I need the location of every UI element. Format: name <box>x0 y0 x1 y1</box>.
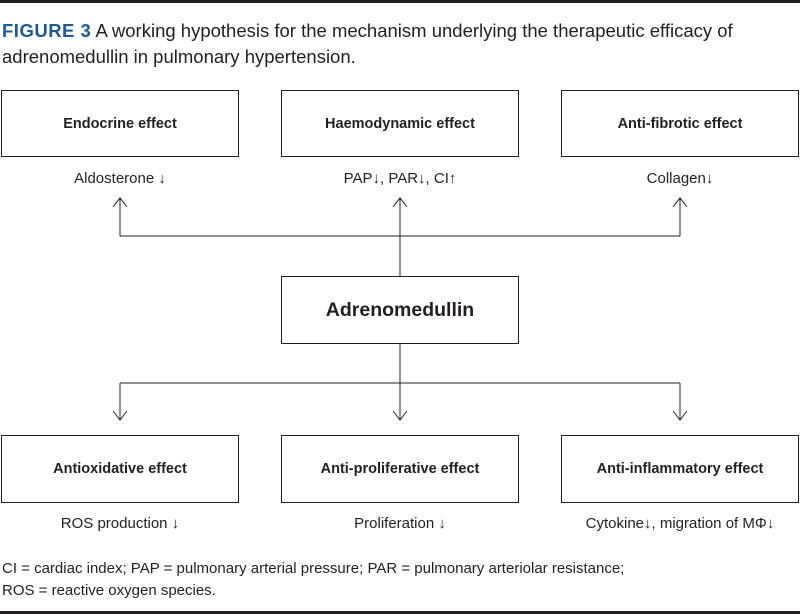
box-anti-inflammatory-effect: Anti-inflammatory effect <box>561 435 799 503</box>
figure-caption: FIGURE 3 A working hypothesis for the me… <box>2 18 792 70</box>
box-adrenomedullin: Adrenomedullin <box>281 276 519 344</box>
outcome-anti-fibrotic: Collagen↓ <box>646 170 714 187</box>
arrowhead-antifibrotic <box>672 197 688 208</box>
box-label: Anti-fibrotic effect <box>617 115 743 132</box>
footnote-line-1: CI = cardiac index; PAP = pulmonary arte… <box>2 560 625 577</box>
arrowhead-antiproliferative <box>392 410 408 421</box>
box-label: Antioxidative effect <box>53 461 187 477</box>
box-label: Haemodynamic effect <box>325 115 475 132</box>
outcome-anti-inflammatory: Cytokine↓, migration of MΦ↓ <box>585 515 775 532</box>
box-label: Anti-proliferative effect <box>320 461 480 477</box>
footnote: CI = cardiac index; PAP = pulmonary arte… <box>2 558 792 602</box>
box-haemodynamic-effect: Haemodynamic effect <box>281 90 519 157</box>
box-antioxidative-effect: Antioxidative effect <box>1 435 239 503</box>
center-label: Adrenomedullin <box>325 298 475 321</box>
arrowhead-haemodynamic <box>392 197 408 208</box>
arrowhead-endocrine <box>112 197 128 208</box>
arrowhead-antioxidative <box>112 410 128 421</box>
footnote-line-2: ROS = reactive oxygen species. <box>2 582 216 599</box>
box-anti-proliferative-effect: Anti-proliferative effect <box>281 435 519 503</box>
bottom-rule <box>0 611 800 614</box>
arrowhead-antiinflammatory <box>672 410 688 421</box>
outcome-haemodynamic: PAP↓, PAR↓, CI↑ <box>343 170 457 187</box>
figure-caption-text: A working hypothesis for the mechanism u… <box>2 20 733 67</box>
outcome-anti-proliferative: Proliferation ↓ <box>354 515 446 532</box>
outcome-antioxidative: ROS production ↓ <box>60 515 180 532</box>
box-anti-fibrotic-effect: Anti-fibrotic effect <box>561 90 799 157</box>
figure-label: FIGURE 3 <box>2 20 92 41</box>
top-rule <box>0 0 800 3</box>
outcome-endocrine: Aldosterone ↓ <box>74 170 166 187</box>
box-label: Anti-inflammatory effect <box>596 461 764 477</box>
box-label: Endocrine effect <box>63 115 177 132</box>
box-endocrine-effect: Endocrine effect <box>1 90 239 157</box>
